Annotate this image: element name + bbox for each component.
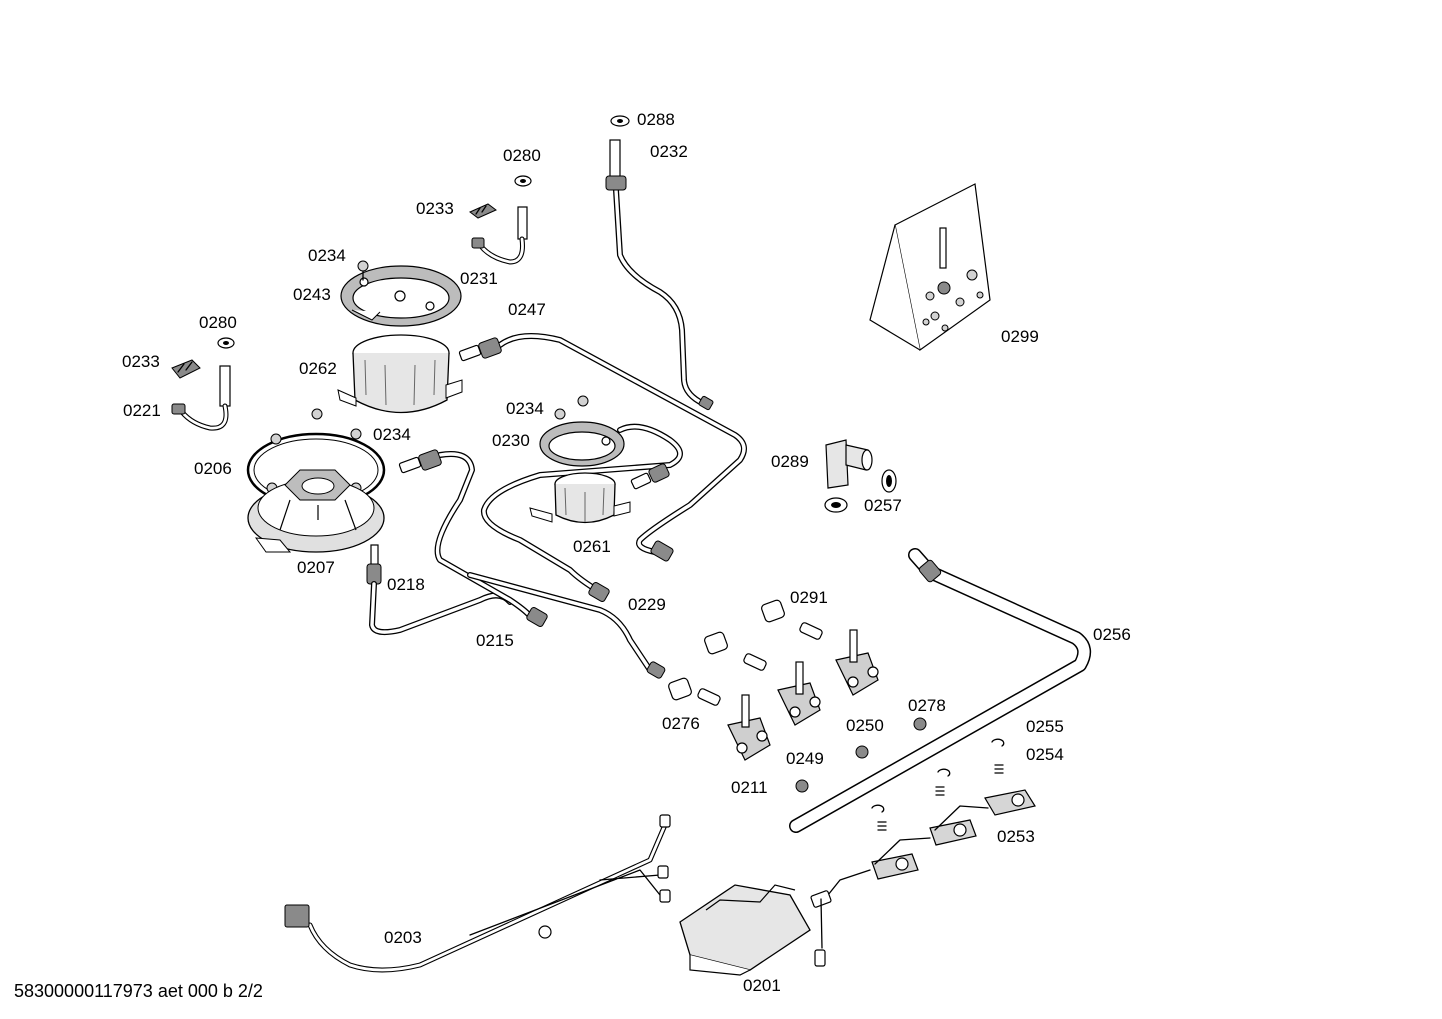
wiring-harness-0203 bbox=[284, 814, 671, 973]
label-0256: 0256 bbox=[1093, 625, 1131, 644]
label-0255: 0255 bbox=[1026, 717, 1064, 736]
label-0257: 0257 bbox=[864, 496, 902, 515]
ignition-module-0201 bbox=[679, 884, 832, 976]
screw-0234-left bbox=[311, 408, 323, 420]
label-0276: 0276 bbox=[662, 714, 700, 733]
label-0289: 0289 bbox=[771, 452, 809, 471]
label-0278: 0278 bbox=[908, 696, 946, 715]
gas-tube-0247 bbox=[458, 333, 747, 562]
label-0233-top: 0233 bbox=[416, 199, 454, 218]
label-0215: 0215 bbox=[476, 631, 514, 650]
elbow-0289 bbox=[825, 439, 873, 489]
burner-ring-0230 bbox=[539, 421, 625, 467]
burner-base-0207 bbox=[247, 469, 385, 553]
washer-0280-top bbox=[514, 175, 532, 187]
screw-0234-mid bbox=[554, 395, 589, 420]
label-0280-left: 0280 bbox=[199, 313, 237, 332]
gas-tube-long bbox=[467, 572, 666, 679]
label-0253: 0253 bbox=[997, 827, 1035, 846]
valve-0249 bbox=[777, 661, 821, 726]
valve-0211 bbox=[727, 694, 771, 761]
washer-0257 bbox=[824, 469, 897, 513]
label-0207: 0207 bbox=[297, 558, 335, 577]
label-0233-left: 0233 bbox=[122, 352, 160, 371]
label-0206: 0206 bbox=[194, 459, 232, 478]
label-0221: 0221 bbox=[123, 401, 161, 420]
screw-0234-top bbox=[357, 260, 369, 281]
clips-0255 bbox=[871, 738, 1005, 813]
washer-0288 bbox=[610, 115, 630, 127]
label-0291: 0291 bbox=[790, 588, 828, 607]
gas-tube-0215 bbox=[398, 449, 548, 627]
label-0201: 0201 bbox=[743, 976, 781, 995]
label-0218: 0218 bbox=[387, 575, 425, 594]
document-reference-footer: 58300000117973 aet 000 b 2/2 bbox=[14, 981, 263, 1001]
label-0280-top: 0280 bbox=[503, 146, 541, 165]
label-0234-mid: 0234 bbox=[506, 399, 544, 418]
label-0249: 0249 bbox=[786, 749, 824, 768]
label-0203: 0203 bbox=[384, 928, 422, 947]
gas-pipe-0256 bbox=[789, 548, 1092, 833]
label-0250: 0250 bbox=[846, 716, 884, 735]
washer-0280-left bbox=[217, 337, 235, 349]
label-0299: 0299 bbox=[1001, 327, 1039, 346]
electrode-0231 bbox=[471, 206, 528, 265]
clip-0233-left bbox=[171, 359, 201, 379]
burner-cup-0262 bbox=[337, 334, 463, 414]
clip-0233-top bbox=[469, 203, 497, 219]
label-0211: 0211 bbox=[731, 778, 768, 797]
label-0231: 0231 bbox=[460, 269, 498, 288]
parts-bag-0299 bbox=[869, 183, 991, 352]
burner-ring-0243 bbox=[340, 265, 462, 327]
label-0288: 0288 bbox=[637, 110, 675, 129]
label-0247: 0247 bbox=[508, 300, 546, 319]
springs-0254 bbox=[877, 764, 1004, 831]
label-0232: 0232 bbox=[650, 142, 688, 161]
label-0254: 0254 bbox=[1026, 745, 1064, 764]
valve-0250 bbox=[835, 629, 879, 696]
nozzle-caps-0291 bbox=[668, 599, 823, 706]
thermocouple-0232 bbox=[605, 139, 714, 411]
label-0234-left: 0234 bbox=[373, 425, 411, 444]
label-0262: 0262 bbox=[299, 359, 337, 378]
label-0243: 0243 bbox=[293, 285, 331, 304]
label-0229: 0229 bbox=[628, 595, 666, 614]
label-0230: 0230 bbox=[492, 431, 530, 450]
label-0234-top: 0234 bbox=[308, 246, 346, 265]
burner-cup-0261 bbox=[529, 472, 631, 524]
igniter-switches-0253 bbox=[827, 789, 1036, 896]
gas-tube-0229 bbox=[480, 423, 683, 602]
electrode-0221 bbox=[171, 365, 231, 431]
seals-0278 bbox=[795, 717, 927, 793]
label-0261: 0261 bbox=[573, 537, 611, 556]
